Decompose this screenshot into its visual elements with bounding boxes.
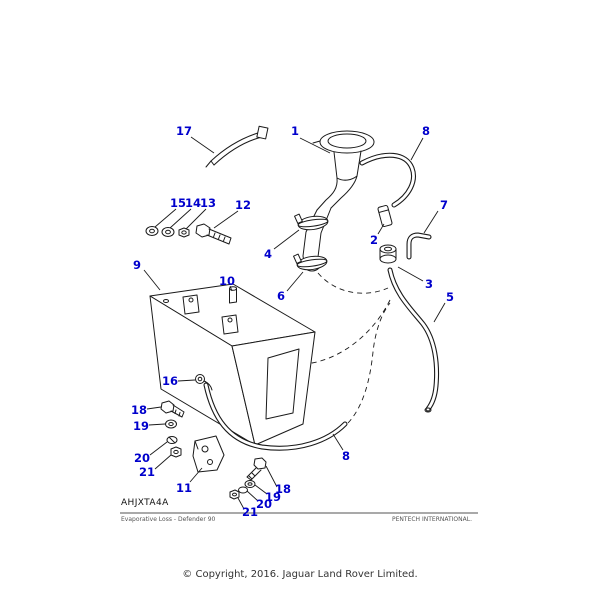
- callout-21: 21: [242, 505, 258, 519]
- callout-5: 5: [446, 290, 454, 304]
- tie-strap: [205, 125, 269, 168]
- leader-line-7: [423, 210, 439, 234]
- hose-clamp-4: [294, 213, 329, 231]
- callout-17: 17: [176, 124, 192, 138]
- leader-line-1: [299, 137, 331, 154]
- hardware-left: [160, 400, 185, 458]
- callout-20: 20: [256, 497, 272, 511]
- leader-line-17: [190, 136, 215, 154]
- leader-lines: [143, 136, 446, 510]
- leader-line-9: [143, 269, 161, 291]
- fuel-tank: [149, 283, 316, 446]
- hose-5: [387, 267, 440, 413]
- connector-3: [379, 244, 397, 264]
- leader-line-20: [149, 441, 168, 456]
- callout-13: 13: [200, 196, 216, 210]
- callout-14: 14: [185, 196, 201, 210]
- drawing-subtitle: Evaporative Loss - Defender 90: [121, 516, 216, 523]
- callout-20: 20: [134, 451, 150, 465]
- callout-4: 4: [264, 247, 272, 261]
- breather-pipe-10: [229, 286, 237, 304]
- leader-line-14: [169, 208, 192, 229]
- bracket-11: [192, 435, 225, 473]
- callout-1: 1: [291, 124, 299, 138]
- leader-line-18: [265, 465, 278, 488]
- tank-fitting-16: [195, 374, 213, 391]
- vent-hose: [359, 152, 416, 208]
- drawing-code: AHJXTA4A: [121, 498, 169, 508]
- leader-line-10: [229, 285, 233, 292]
- callout-18: 18: [275, 482, 291, 496]
- leader-line-6: [286, 271, 304, 292]
- hose-clamp-6: [293, 253, 328, 271]
- callout-18: 18: [131, 403, 147, 417]
- leader-line-5: [433, 302, 446, 323]
- leader-line-15: [154, 208, 177, 228]
- leader-line-19: [148, 423, 166, 426]
- leader-line-8: [332, 433, 344, 451]
- callout-21: 21: [139, 465, 155, 479]
- callout-8: 8: [422, 124, 430, 138]
- callout-7: 7: [440, 198, 448, 212]
- leader-line-16: [177, 379, 196, 382]
- callout-2: 2: [370, 233, 378, 247]
- leader-line-12: [213, 210, 239, 229]
- leader-line-20: [246, 490, 259, 502]
- leader-line-4: [273, 229, 300, 250]
- hardware-top-left: [145, 223, 232, 245]
- callout-10: 10: [219, 274, 235, 288]
- leader-line-19: [254, 484, 268, 495]
- leader-line-21: [154, 454, 172, 470]
- leader-line-2: [377, 223, 385, 235]
- diagram-artwork: [120, 125, 478, 514]
- copyright-text: © Copyright, 2016. Jaguar Land Rover Lim…: [182, 569, 418, 580]
- filler-cap: [312, 130, 375, 211]
- callout-11: 11: [176, 481, 192, 495]
- callout-6: 6: [277, 289, 285, 303]
- callout-8: 8: [342, 449, 350, 463]
- leader-line-8: [410, 137, 424, 161]
- leader-line-11: [189, 467, 203, 483]
- callout-3: 3: [425, 277, 433, 291]
- leader-line-21: [237, 497, 245, 510]
- tube-2: [377, 204, 393, 228]
- leader-line-13: [185, 208, 207, 230]
- elbow-hose-7: [406, 232, 432, 260]
- callout-16: 16: [162, 374, 178, 388]
- hardware-bottom: [229, 457, 267, 500]
- callout-9: 9: [133, 258, 141, 272]
- callout-19: 19: [265, 490, 281, 504]
- leader-line-3: [397, 266, 424, 282]
- leader-line-18: [146, 406, 162, 410]
- bottom-hose-8: [203, 382, 348, 451]
- publisher-label: PENTECH INTERNATIONAL.: [392, 516, 472, 523]
- callout-12: 12: [235, 198, 251, 212]
- callout-19: 19: [133, 419, 149, 433]
- callout-15: 15: [170, 196, 186, 210]
